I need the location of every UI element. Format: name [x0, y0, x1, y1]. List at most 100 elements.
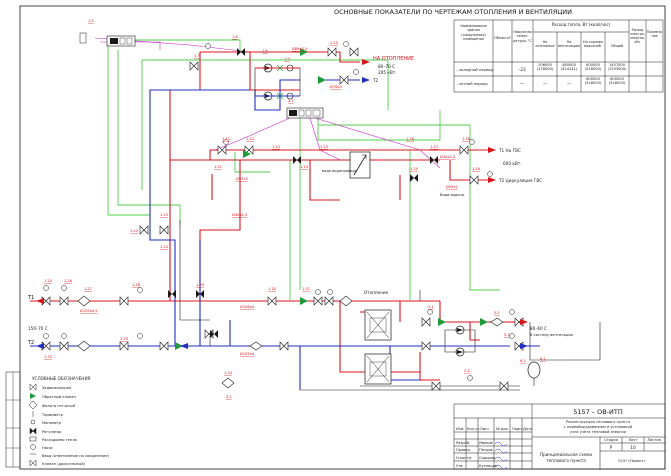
- sheet-head: Лист: [628, 438, 637, 442]
- gauges: [43, 41, 515, 381]
- role-name: Сидоров: [479, 456, 495, 460]
- head-cell: Кол.уч: [467, 427, 479, 431]
- heating-pumps: [254, 63, 301, 101]
- head-cell: Изм.: [456, 427, 464, 431]
- left-stamp: [5, 371, 21, 468]
- pipe-label: Ø32x2.5: [440, 154, 455, 159]
- role: Провер.: [456, 448, 471, 452]
- heating-controller: [79, 32, 136, 47]
- tag: 1.10: [330, 41, 339, 45]
- table-row-name: – холодный период: [456, 68, 493, 72]
- tag: 1.22: [130, 229, 138, 233]
- table-row-temp: —: [520, 81, 524, 86]
- header-title: ОСНОВНЫЕ ПОКАЗАТЕЛИ ПО ЧЕРТЕЖАМ ОТОПЛЕНИ…: [334, 8, 572, 16]
- tag: 1.15: [320, 145, 328, 149]
- tag: 6.1: [540, 357, 546, 361]
- tag: 3.2: [226, 395, 232, 399]
- t1-right-label: T1 На ГВС: [498, 148, 521, 153]
- legend-item: Обратный клапан: [42, 395, 77, 399]
- tag: 1.11: [222, 137, 230, 141]
- tag: 2.3: [504, 333, 510, 337]
- vent-label: 80–60 C: [530, 326, 547, 331]
- legend-item: Расходомер тепла: [42, 438, 77, 442]
- tag: 1.13: [272, 145, 280, 149]
- cold-water-label: вода водопровода: [322, 169, 357, 173]
- title-block-text: 5157 – ОВ-ИТП Реконструкция теплового пу…: [456, 408, 661, 468]
- tag: 1.20: [410, 167, 419, 171]
- legend-item: Клапан (дроссельный): [42, 462, 86, 466]
- stage-value: Р: [610, 445, 613, 450]
- tag: 1.7: [194, 54, 200, 58]
- heating-out-temp: 80–70 C: [378, 64, 395, 69]
- tag: 1.25: [44, 279, 52, 283]
- table-row-heating: —: [543, 81, 547, 86]
- tag: 1.32: [44, 355, 52, 359]
- tag: 1.16: [406, 137, 415, 141]
- tag: 1.6: [232, 35, 238, 39]
- pipe-label: Ø108x4: [240, 304, 255, 309]
- tag: 1.18: [462, 137, 471, 141]
- pipe-label: Ø57x3: [236, 176, 248, 181]
- legend-item: Термометр: [41, 413, 64, 417]
- tag: 1.12: [246, 137, 254, 141]
- gvs-controller: [286, 107, 324, 119]
- tag: 1.28: [132, 283, 141, 287]
- main-temp: 150–70 C: [28, 326, 48, 331]
- head-cell: Лист: [480, 427, 489, 431]
- control-lines: [107, 39, 500, 300]
- check-valves: [175, 48, 488, 350]
- indicators-head-text: Наименование здания (сооружения) помещен…: [460, 22, 662, 48]
- table-row-temp: –23: [518, 67, 526, 72]
- head-cell: № док.: [496, 427, 509, 431]
- company: ООО «Проект»: [618, 459, 646, 463]
- t2-right-label: T2 Циркуляция ГВС: [498, 178, 542, 183]
- scheme-labels: НА ОТОПЛЕНИЕ 80–70 C 205 кВт. T2 T1 На Г…: [27, 56, 574, 346]
- vent-sub: В систему вентиляции: [530, 333, 574, 337]
- heating-out-power: 205 кВт.: [378, 70, 397, 75]
- t1-left-label: T1: [27, 295, 34, 301]
- tag: 3.1: [288, 99, 294, 103]
- project-line: Реконструкция теплового пункта: [566, 420, 630, 424]
- tag: 2.1: [428, 305, 434, 309]
- signatures: [494, 441, 508, 470]
- control-valves: [168, 48, 438, 338]
- table-row-vent: —: [567, 81, 571, 86]
- head-cell: Подп.: [512, 427, 523, 431]
- drawing-code: 5157 – ОВ-ИТП: [573, 408, 623, 416]
- project-line: с переоборудованием и установкой: [564, 425, 633, 429]
- sheet-value: 10: [630, 445, 636, 450]
- tag: 1.34: [224, 371, 233, 375]
- expansion-tank: [527, 361, 541, 386]
- role: Н.контр.: [456, 456, 472, 460]
- stage-head: Стадия: [604, 438, 618, 442]
- pipe-label: Ø25x2: [446, 184, 458, 189]
- tag: 1.8: [262, 49, 268, 53]
- flow-arrows: [36, 59, 528, 349]
- tag: 1.31: [302, 287, 310, 291]
- legend-title: УСЛОВНЫЕ ОБОЗНАЧЕНИЯ: [32, 376, 91, 381]
- indicators-table: [453, 19, 664, 93]
- drawing-name: Принципиальная схема: [540, 452, 593, 457]
- legend-item: Регулятор: [42, 430, 62, 434]
- legend-item: Насос: [42, 446, 53, 450]
- drawing-name: теплового пункта: [546, 458, 586, 463]
- tag: 1.9: [284, 57, 290, 61]
- head-cell: Дата: [523, 427, 532, 431]
- role-name: Кузнецов: [479, 464, 497, 468]
- drawing-frame: [19, 5, 666, 470]
- t2-left-label: T2: [27, 340, 34, 346]
- tag: 1.30: [268, 287, 277, 291]
- tag: 1.27: [84, 287, 92, 291]
- role-name: Иванов: [479, 441, 493, 445]
- gvs-power: 600 кВт.: [503, 161, 522, 166]
- tag: 1.24: [160, 245, 169, 249]
- tag: 1.5: [88, 19, 94, 23]
- tag: 1.19: [472, 167, 481, 171]
- indicators-rows: – холодный период –23 206000 (178000) 48…: [456, 63, 626, 86]
- tag: 1.26: [64, 279, 73, 283]
- cold-water-label-2: Вода водопр.: [440, 193, 465, 197]
- role-name: Петров: [479, 448, 493, 452]
- pipe-label: Ø76x3: [330, 84, 342, 89]
- strainers: [77, 295, 504, 389]
- t2-top-label: T2: [372, 78, 379, 83]
